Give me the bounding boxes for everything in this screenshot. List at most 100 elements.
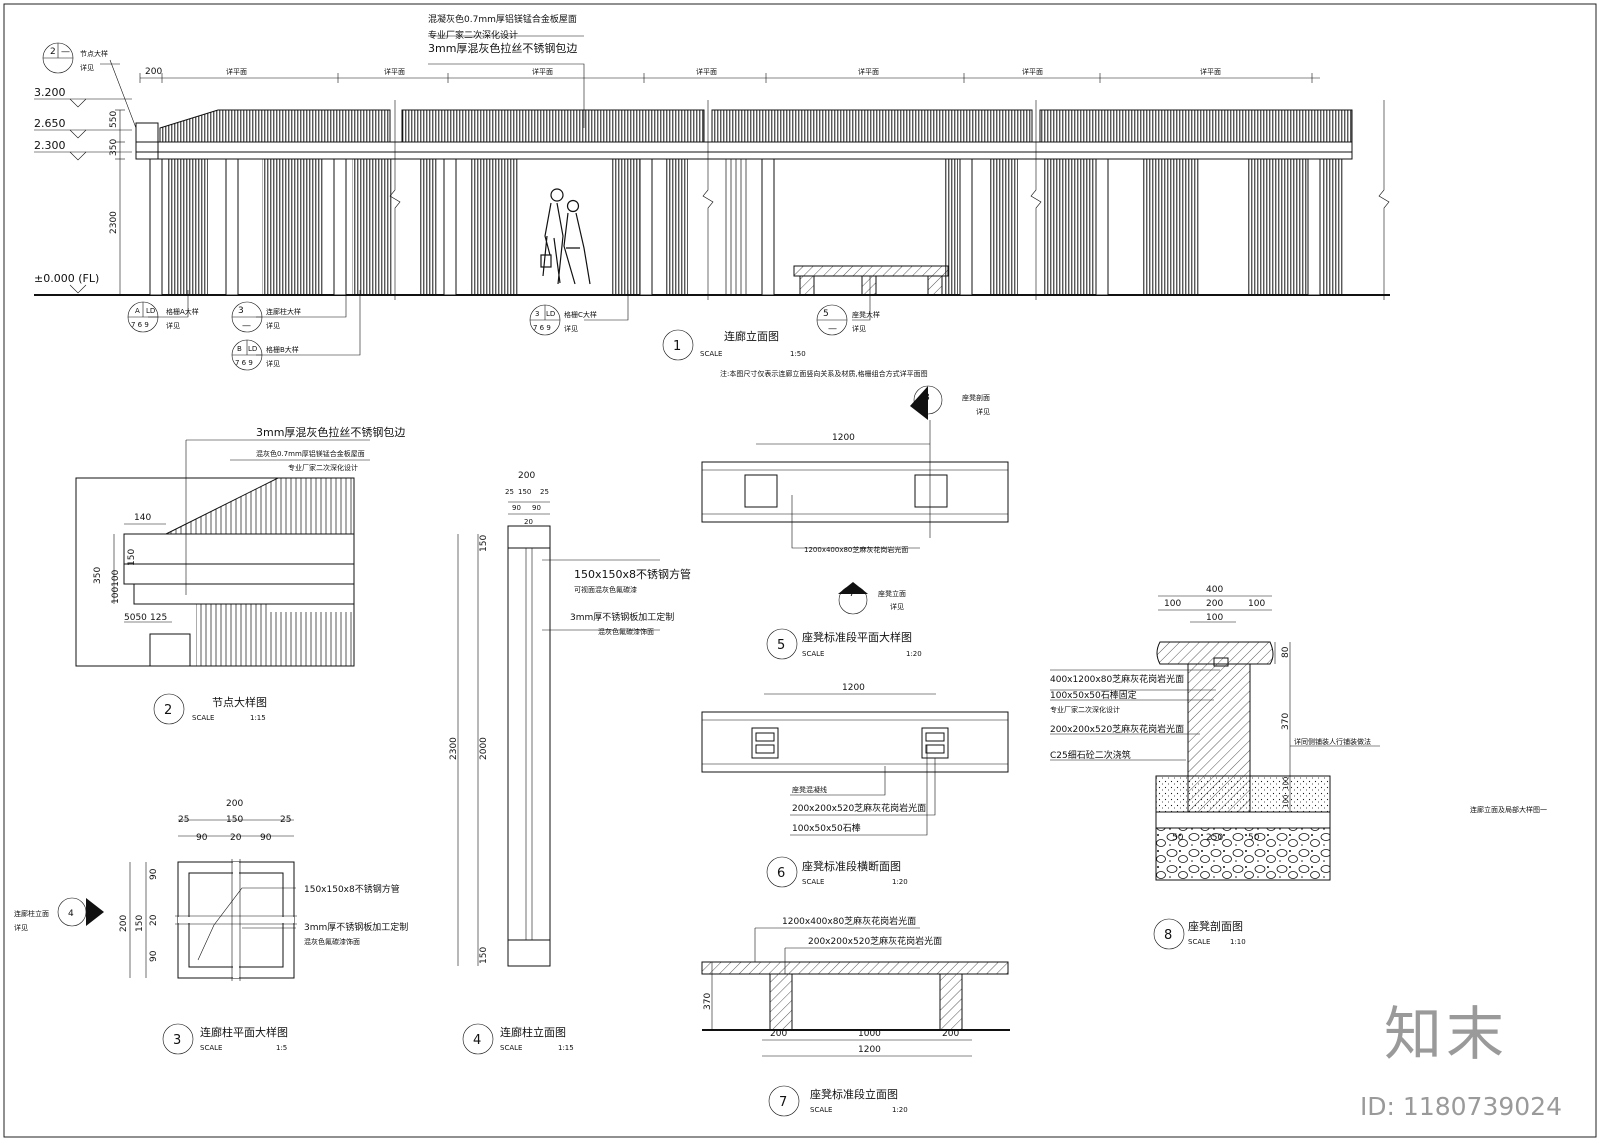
- ref-desc: 详见: [80, 63, 94, 72]
- ref-desc: 详见: [266, 359, 280, 368]
- ref-desc: 详见: [976, 407, 990, 416]
- view-title: 座凳标准段横断面图: [802, 859, 901, 873]
- scale-value: 1:20: [892, 1106, 908, 1114]
- view-title: 座凳标准段平面大样图: [802, 630, 912, 644]
- sheet-border: [3, 3, 1597, 1138]
- note: 专业厂家二次深化设计: [288, 463, 358, 472]
- dim-text: 20: [149, 914, 159, 926]
- dim-text: 200: [119, 915, 129, 932]
- bench-plan-detail: [701, 385, 1009, 660]
- dim-text: 详平面: [532, 67, 553, 76]
- dim-text: 1200: [858, 1045, 881, 1055]
- dim-text: 详平面: [696, 67, 717, 76]
- brand-watermark: 知末: [1383, 1000, 1508, 1068]
- ref-label: 3: [535, 310, 539, 318]
- ref-desc: 座凳立面: [878, 589, 906, 598]
- ref-label: —: [242, 321, 251, 331]
- scale-label: SCALE: [700, 350, 722, 358]
- dim-text: 2000: [479, 737, 489, 760]
- note-edge: 3mm厚混灰色拉丝不锈钢包边: [428, 41, 577, 55]
- ref-label: 7: [849, 589, 855, 599]
- corridor-elevation: [34, 35, 1390, 356]
- dim-text: 80: [1281, 646, 1291, 658]
- note: 混灰色氟碳漆饰面: [598, 627, 654, 636]
- dim-text: 5050: [124, 613, 147, 623]
- dim-text: 详平面: [1200, 67, 1221, 76]
- note: 1200x400x80芝麻灰花岗岩光面: [804, 545, 908, 554]
- document-id: ID: 1180739024: [1359, 1092, 1562, 1121]
- ref-label: 7 6 9: [533, 324, 551, 332]
- dim-text: 1200: [832, 433, 855, 443]
- note: 150x150x8不锈钢方管: [574, 567, 691, 581]
- dim-text: 详平面: [226, 67, 247, 76]
- view-number: 8: [1164, 928, 1172, 943]
- ref-desc: 格栅B大样: [266, 345, 299, 354]
- dim-text: 200: [770, 1029, 787, 1039]
- drawing-note: 注:本图尺寸仅表示连廊立面竖向关系及材质,格栅组合方式详平面图: [720, 369, 928, 378]
- dim-text: 90: [149, 868, 159, 880]
- column-plan-detail: [57, 819, 297, 1055]
- level-text: 2.650: [34, 117, 66, 130]
- ref-label: 7 6 9: [235, 359, 253, 367]
- node-detail: [75, 439, 370, 725]
- dim-text: 200: [942, 1029, 959, 1039]
- dim-text: 25: [505, 488, 514, 496]
- dim-text: 200: [145, 67, 162, 77]
- view-title: 连廊立面图: [724, 329, 779, 343]
- scale-label: SCALE: [810, 1106, 832, 1114]
- dim-text: 150: [479, 947, 489, 964]
- dim-text: 详平面: [384, 67, 405, 76]
- dim-text: 90: [149, 950, 159, 962]
- ref-label: A: [135, 307, 140, 315]
- sheet-label: 连廊立面及局部大样图一: [1470, 805, 1547, 814]
- ref-label: 7 6 9: [131, 321, 149, 329]
- ref-label: —: [828, 324, 837, 334]
- scale-label: SCALE: [1188, 938, 1210, 946]
- note: 200x200x520芝麻灰花岗岩光面: [1050, 723, 1184, 735]
- note: C25细石砼二次浇筑: [1050, 749, 1131, 761]
- dim-text: 25: [178, 815, 189, 825]
- ref-label: —: [61, 47, 70, 57]
- dim-text: 350: [109, 139, 119, 156]
- scale-label: SCALE: [802, 650, 824, 658]
- note-roof: 混凝灰色0.7mm厚铝镁锰合金板屋面: [428, 13, 577, 25]
- dim-text: 2300: [449, 737, 459, 760]
- note: 混灰色0.7mm厚铝镁锰合金板屋面: [256, 449, 365, 458]
- note: 200x200x520芝麻灰花岗岩光面: [792, 802, 926, 814]
- view-number: 1: [673, 339, 681, 354]
- view-number: 6: [777, 866, 785, 881]
- dim-text: 详平面: [858, 67, 879, 76]
- ref-label: 4: [68, 909, 74, 919]
- ref-desc: 格栅C大样: [564, 310, 597, 319]
- ref-desc: 详见: [266, 321, 280, 330]
- scale-value: 1:20: [906, 650, 922, 658]
- view-title: 连廊柱平面大样图: [200, 1025, 288, 1039]
- view-number: 3: [173, 1033, 181, 1048]
- ref-label: LD: [146, 307, 155, 315]
- dim-text: 90: [196, 833, 208, 843]
- level-text: 3.200: [34, 86, 66, 99]
- view-number: 5: [777, 638, 785, 653]
- note: 可视面混灰色氟碳漆: [574, 585, 637, 594]
- scale-value: 1:5: [276, 1044, 287, 1052]
- column-elevation-detail: [457, 501, 660, 1055]
- dim-text: 200: [226, 799, 243, 809]
- ref-desc: 详见: [166, 321, 180, 330]
- scale-value: 1:20: [892, 878, 908, 886]
- ref-desc: 连廊柱大样: [266, 307, 301, 316]
- ref-desc: 座凳剖面: [962, 393, 990, 402]
- scale-label: SCALE: [200, 1044, 222, 1052]
- ref-desc: 详见: [852, 324, 866, 333]
- dim-text: 90: [512, 504, 521, 512]
- view-title: 座凳剖面图: [1188, 919, 1243, 933]
- dim-text: 2300: [109, 211, 119, 234]
- dim-text: 50: [1248, 833, 1260, 843]
- note: 混灰色氟碳漆饰面: [304, 937, 360, 946]
- dim-text: 370: [703, 993, 713, 1010]
- note: 400x1200x80芝麻灰花岗岩光面: [1050, 673, 1184, 685]
- ref-label: LD: [248, 345, 257, 353]
- dim-text: 100: [1282, 795, 1290, 808]
- ref-desc: 座凳大样: [852, 310, 880, 319]
- view-number: 2: [164, 703, 172, 718]
